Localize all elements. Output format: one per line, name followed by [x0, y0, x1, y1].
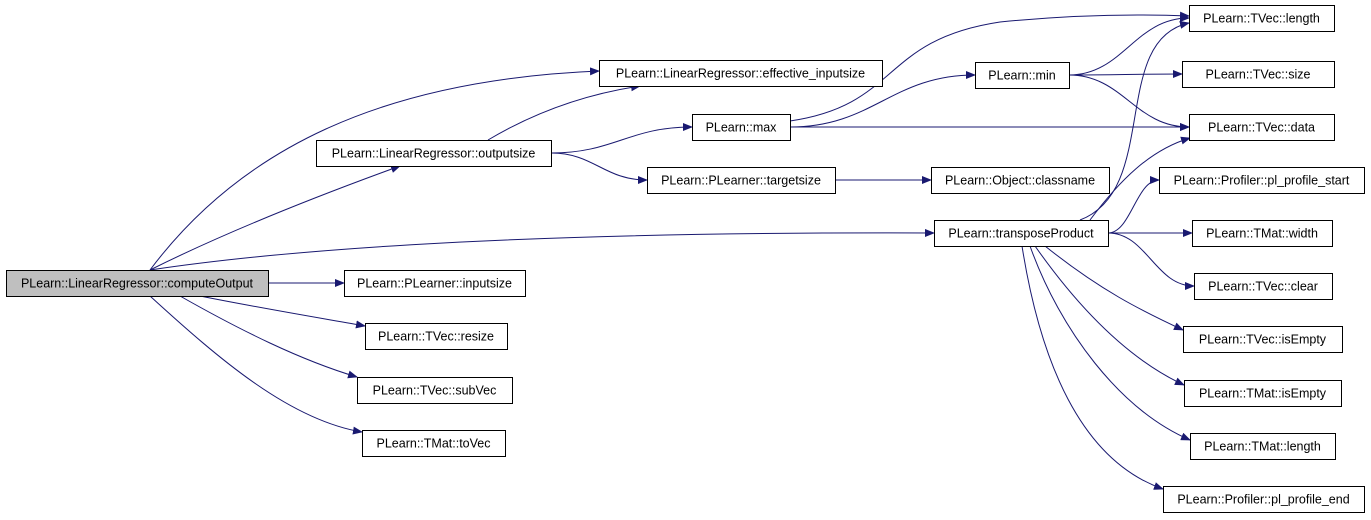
- edge-min-to-tvec_size: [1068, 70, 1183, 79]
- node-box: [931, 167, 1110, 194]
- edge-transposeProduct-to-tvec_length: [1079, 21, 1190, 221]
- edge-transposeProduct-to-tvec_clear: [1107, 232, 1195, 290]
- node-tmat-width[interactable]: PLearn::TMat::width: [1192, 220, 1333, 247]
- edge-min-to-tvec_data: [1068, 74, 1190, 131]
- edge-max-to-min: [789, 71, 976, 128]
- node-label: PLearn::TVec::length: [1203, 12, 1320, 26]
- node-box: [647, 167, 836, 194]
- node-tvec-subvec[interactable]: PLearn::TVec::subVec: [357, 377, 513, 404]
- node-tmat-tovec[interactable]: PLearn::TMat::toVec: [362, 430, 506, 457]
- node-box: [934, 220, 1109, 247]
- node-label: PLearn::LinearRegressor::computeOutput: [21, 277, 254, 291]
- node-box: [692, 114, 791, 141]
- edge-root-to-transposeProduct: [149, 228, 935, 271]
- node-box: [362, 430, 506, 457]
- node-box: [344, 270, 526, 297]
- node-tvec-data[interactable]: PLearn::TVec::data: [1189, 114, 1335, 141]
- node-label: PLearn::PLearner::targetsize: [661, 174, 821, 188]
- node-outputsize[interactable]: PLearn::LinearRegressor::outputsize: [316, 140, 552, 167]
- node-pl-profile-start[interactable]: PLearn::Profiler::pl_profile_start: [1159, 167, 1365, 194]
- edge-outputsize-to-effective_inputsize: [487, 83, 641, 141]
- node-label: PLearn::LinearRegressor::effective_input…: [616, 67, 865, 81]
- node-box: [1184, 380, 1342, 407]
- node-transposeProduct[interactable]: PLearn::transposeProduct: [934, 220, 1109, 247]
- node-box: [1192, 220, 1333, 247]
- node-targetsize[interactable]: PLearn::PLearner::targetsize: [647, 167, 836, 194]
- node-box: [1182, 61, 1335, 88]
- edge-min-to-tvec_length: [1068, 14, 1190, 76]
- node-max[interactable]: PLearn::max: [692, 114, 791, 141]
- node-label: PLearn::transposeProduct: [948, 227, 1094, 241]
- node-label: PLearn::PLearner::inputsize: [357, 277, 512, 291]
- node-box: [316, 140, 552, 167]
- nodes: PLearn::LinearRegressor::computeOutputPL…: [6, 5, 1365, 513]
- node-box: [1183, 326, 1343, 353]
- edge-root-to-tvec_resize: [199, 295, 366, 329]
- node-root[interactable]: PLearn::LinearRegressor::computeOutput: [6, 270, 269, 297]
- node-label: PLearn::TVec::resize: [378, 330, 494, 344]
- edge-outputsize-to-targetsize: [550, 152, 648, 184]
- node-label: PLearn::TVec::data: [1208, 121, 1315, 135]
- node-tmat-length[interactable]: PLearn::TMat::length: [1190, 433, 1336, 460]
- edge-transposeProduct-to-tmat_isempty: [1034, 245, 1185, 386]
- node-label: PLearn::TMat::width: [1206, 227, 1318, 241]
- edge-transposeProduct-to-tvec_data: [1089, 136, 1191, 221]
- node-box: [1194, 273, 1333, 300]
- node-box: [1163, 486, 1365, 513]
- node-box: [365, 323, 508, 350]
- node-min[interactable]: PLearn::min: [975, 62, 1070, 89]
- edge-transposeProduct-to-pl_profile_start: [1107, 176, 1160, 234]
- edges: [149, 11, 1195, 490]
- node-box: [599, 60, 883, 87]
- node-tvec-length[interactable]: PLearn::TVec::length: [1189, 5, 1335, 32]
- edge-transposeProduct-to-pl_profile_end: [1021, 245, 1164, 490]
- node-label: PLearn::min: [988, 69, 1055, 83]
- node-label: PLearn::TVec::isEmpty: [1199, 333, 1327, 347]
- node-box: [975, 62, 1070, 89]
- edge-root-to-tmat_tovec: [149, 295, 363, 435]
- node-tvec-resize[interactable]: PLearn::TVec::resize: [365, 323, 508, 350]
- node-tvec-isempty[interactable]: PLearn::TVec::isEmpty: [1183, 326, 1343, 353]
- node-label: PLearn::Profiler::pl_profile_start: [1174, 174, 1350, 188]
- node-label: PLearn::LinearRegressor::outputsize: [332, 147, 536, 161]
- edge-max-to-tvec_length: [789, 11, 1190, 122]
- node-label: PLearn::TMat::isEmpty: [1199, 387, 1327, 401]
- edge-root-to-effective_inputsize: [149, 67, 600, 271]
- node-box: [1189, 114, 1335, 141]
- node-box: [357, 377, 513, 404]
- node-label: PLearn::TVec::subVec: [373, 384, 497, 398]
- edge-outputsize-to-max: [550, 123, 693, 154]
- node-box: [1159, 167, 1365, 194]
- node-label: PLearn::TMat::toVec: [377, 437, 491, 451]
- node-effective-inputsize[interactable]: PLearn::LinearRegressor::effective_input…: [599, 60, 883, 87]
- node-tvec-clear[interactable]: PLearn::TVec::clear: [1194, 273, 1333, 300]
- node-box: [6, 270, 269, 297]
- node-label: PLearn::TMat::length: [1204, 440, 1321, 454]
- node-pl-profile-end[interactable]: PLearn::Profiler::pl_profile_end: [1163, 486, 1365, 513]
- edge-root-to-outputsize: [149, 165, 401, 271]
- node-box: [1189, 5, 1335, 32]
- edge-transposeProduct-to-tvec_isempty: [1044, 245, 1184, 331]
- edge-transposeProduct-to-tmat_length: [1029, 245, 1191, 441]
- node-inputsize[interactable]: PLearn::PLearner::inputsize: [344, 270, 526, 297]
- node-tmat-isempty[interactable]: PLearn::TMat::isEmpty: [1184, 380, 1342, 407]
- node-tvec-size[interactable]: PLearn::TVec::size: [1182, 61, 1335, 88]
- node-label: PLearn::TVec::size: [1206, 68, 1311, 82]
- node-label: PLearn::Profiler::pl_profile_end: [1177, 493, 1349, 507]
- node-classname[interactable]: PLearn::Object::classname: [931, 167, 1110, 194]
- node-label: PLearn::TVec::clear: [1208, 280, 1318, 294]
- node-label: PLearn::Object::classname: [945, 174, 1095, 188]
- node-label: PLearn::max: [706, 121, 778, 135]
- edge-root-to-tvec_subvec: [179, 295, 358, 379]
- node-box: [1190, 433, 1336, 460]
